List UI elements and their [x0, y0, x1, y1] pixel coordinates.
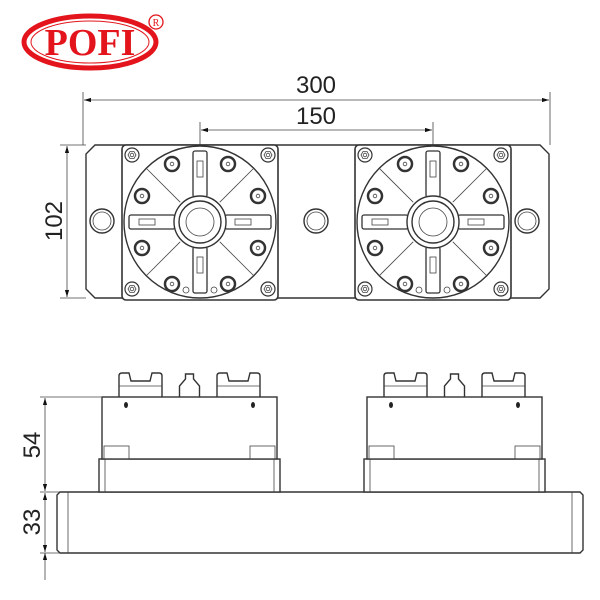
pin-hole: [415, 286, 423, 294]
dimension-150-label: 150: [296, 103, 336, 130]
bolt-icon: [396, 155, 414, 173]
bolt-icon: [482, 239, 500, 257]
screw-hole: [516, 402, 520, 408]
mounting-hole: [514, 208, 540, 234]
mounting-hole: [303, 208, 329, 234]
bolt-icon: [249, 187, 267, 205]
dimension-54: 54: [19, 396, 101, 493]
jaw-slot: [128, 214, 176, 230]
mounting-holes: [89, 208, 540, 234]
bolt-icon: [452, 155, 470, 173]
jaw-slot: [192, 246, 208, 294]
chucks-top-view: [121, 144, 512, 301]
zero-point-chuck: [354, 144, 512, 301]
bolt-icon: [357, 281, 373, 297]
pin-hole: [443, 286, 451, 294]
center-pin-side: [443, 373, 466, 397]
jaw-slot: [457, 214, 505, 230]
chuck-lower-flange: [363, 458, 546, 493]
screw-hole: [124, 402, 128, 408]
jaw-slot: [224, 214, 272, 230]
bolt-icon: [357, 147, 373, 163]
base-plate-top-view: [85, 144, 550, 299]
dimension-102-label: 102: [41, 201, 68, 241]
chuck-side-view: [363, 372, 546, 493]
bolt-icon: [163, 155, 181, 173]
center-bore: [173, 195, 227, 249]
bolt-icon: [124, 281, 140, 297]
jaw-slot: [425, 246, 441, 294]
zero-point-chuck: [121, 144, 279, 301]
bolt-icon: [366, 239, 384, 257]
bolt-icon: [133, 239, 151, 257]
bolt-icon: [493, 281, 509, 297]
jaw-side: [216, 372, 261, 397]
center-bore: [406, 195, 460, 249]
pin-hole: [210, 286, 218, 294]
bolt-icon: [133, 187, 151, 205]
screw-hole: [389, 402, 393, 408]
bolt-icon: [482, 187, 500, 205]
bolt-icon: [249, 239, 267, 257]
jaw-slot: [361, 214, 409, 230]
bolt-icon: [219, 155, 237, 173]
jaw-slot: [192, 150, 208, 198]
chuck-upper-body: [101, 396, 278, 460]
bolt-icon: [163, 275, 181, 293]
jaw-side: [118, 372, 163, 397]
chuck-side-view: [98, 372, 281, 493]
logo-text: POFI: [45, 22, 136, 64]
bolt-icon: [396, 275, 414, 293]
jaw-slot: [425, 150, 441, 198]
dimension-102: 102: [41, 144, 86, 299]
dimension-300: 300: [82, 72, 551, 145]
chuck-lower-flange: [98, 458, 281, 493]
dimension-33-label: 33: [19, 509, 46, 536]
bolt-icon: [124, 147, 140, 163]
side-view: [56, 372, 584, 554]
dimension-33: 33: [19, 493, 60, 580]
registered-mark: R: [153, 18, 160, 29]
jaw-side: [383, 372, 428, 397]
pin-hole: [182, 286, 190, 294]
bolt-icon: [219, 275, 237, 293]
center-pin-side: [178, 373, 201, 397]
bolt-icon: [493, 147, 509, 163]
bolt-icon: [452, 275, 470, 293]
mounting-hole: [89, 208, 115, 234]
chuck-upper-body: [366, 396, 543, 460]
dimension-300-label: 300: [296, 72, 336, 99]
screw-hole: [251, 402, 255, 408]
pofi-logo: POFI R: [21, 13, 164, 71]
bolt-icon: [260, 281, 276, 297]
base-plate-side-view: [56, 491, 584, 554]
bolt-icon: [366, 187, 384, 205]
dimension-150: 150: [199, 103, 434, 238]
bolt-icon: [260, 147, 276, 163]
dimension-54-label: 54: [19, 432, 46, 459]
jaw-side: [481, 372, 526, 397]
